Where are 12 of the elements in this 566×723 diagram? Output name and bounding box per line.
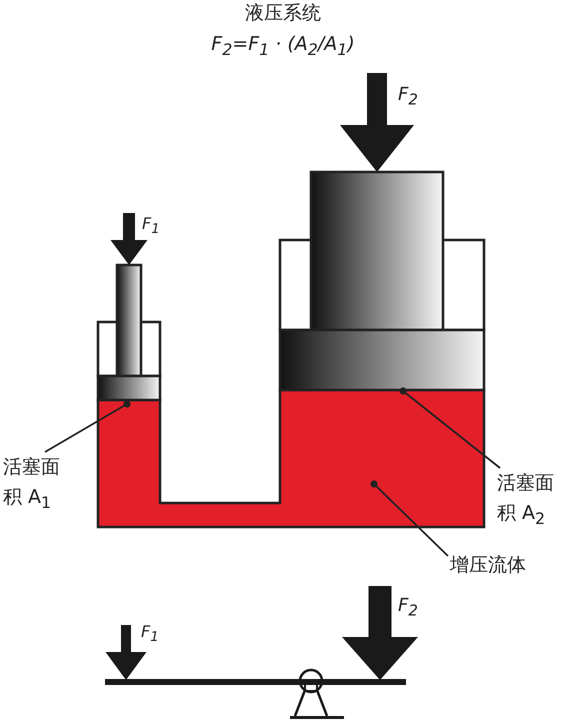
callout-text: 活塞面积 A$_{2}$ [497, 468, 559, 534]
leader-line [399, 387, 501, 469]
leader-line [44, 400, 131, 453]
force-label: F$_{2}$ [398, 84, 418, 109]
force-label: F$_{2}$ [398, 595, 418, 620]
force-label: F$_{1}$ [142, 214, 160, 238]
callout-text: 增压流体 [450, 550, 550, 580]
title: 液压系统 [244, 2, 322, 25]
force-label: F$_{1}$ [141, 622, 159, 646]
leader-line [370, 480, 449, 557]
formula: F$_{2}$=F$_{1}$ · (A$_{2}$/A$_{1}$) [210, 33, 356, 59]
callout-text: 活塞面积 A$_{1}$ [3, 452, 65, 518]
